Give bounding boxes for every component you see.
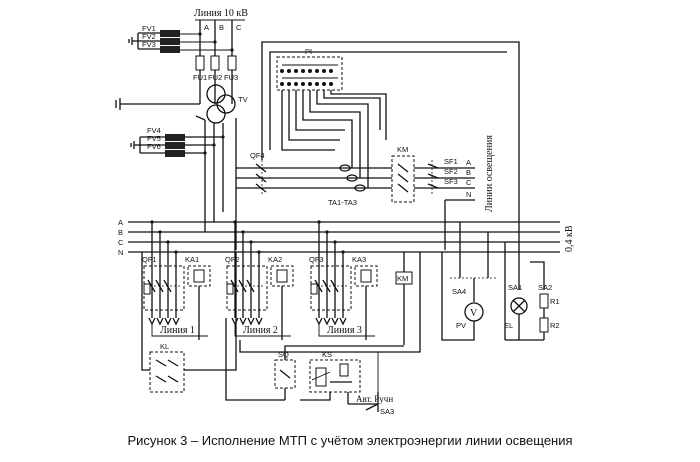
breaker-qf4 — [236, 160, 272, 194]
label-fv5: FV5 — [147, 134, 161, 143]
feeder-groups — [143, 220, 378, 340]
label-out-a: A — [466, 158, 471, 167]
label-km-top: KM — [397, 145, 408, 154]
label-sf3: SF3 — [444, 177, 458, 186]
label-fv4: FV4 — [147, 126, 161, 135]
feeder-group-2 — [226, 220, 294, 340]
label-bus-c: C — [118, 238, 124, 247]
fuses-hv — [195, 55, 237, 71]
label-r2: R2 — [550, 321, 560, 330]
label-sa3: SA3 — [380, 407, 394, 416]
label-km-coil: KM — [397, 274, 408, 283]
label-fu2: FU2 — [208, 73, 222, 82]
control-loop — [261, 41, 520, 250]
surge-arresters-hv — [128, 30, 180, 53]
label-bus-n: N — [118, 248, 123, 257]
label-fu3: FU3 — [224, 73, 238, 82]
label-qf1: QF1 — [142, 255, 157, 264]
label-out-b: B — [466, 168, 471, 177]
label-kl: KL — [160, 342, 169, 351]
label-bus-a: A — [118, 218, 123, 227]
label-ka1: KA1 — [185, 255, 199, 264]
label-hv-phase-c: C — [236, 23, 242, 32]
label-ta1-ta3: TA1-TA3 — [328, 198, 357, 207]
label-lighting-lines: Линии освещения — [484, 135, 495, 212]
label-fv1: FV1 — [142, 24, 156, 33]
label-line-10kv: Линия 10 кВ — [194, 8, 248, 19]
power-transformer — [206, 84, 236, 124]
transformer-lv-leads — [115, 98, 237, 250]
figure-caption: Рисунок 3 – Исполнение МТП с учётом элек… — [127, 433, 573, 448]
control-return-wiring — [225, 252, 421, 401]
label-line2: Линия 2 — [243, 325, 278, 336]
breakers-sf — [427, 160, 439, 194]
label-ka2: KA2 — [268, 255, 282, 264]
label-hv-phase-b: B — [219, 23, 224, 32]
lamp-heater-circuit — [504, 242, 549, 341]
label-bus-b: B — [118, 228, 123, 237]
label-auto-manual: Авт. Ручн — [356, 394, 393, 404]
label-ka3: KA3 — [352, 255, 366, 264]
label-el: EL — [504, 321, 513, 330]
contactor-km-top — [391, 155, 415, 203]
label-tv: TV — [238, 95, 248, 104]
label-r1: R1 — [550, 297, 560, 306]
label-qf2: QF2 — [225, 255, 240, 264]
voltmeter-circuit: V — [441, 222, 496, 341]
label-qf3: QF3 — [309, 255, 324, 264]
label-fv3: FV3 — [142, 40, 156, 49]
label-sf2: SF2 — [444, 167, 458, 176]
svg-text:V: V — [470, 308, 478, 319]
relay-kl — [141, 252, 237, 393]
feeder-group-1 — [143, 220, 211, 340]
label-sq: SQ — [278, 350, 289, 359]
label-sa4: SA4 — [452, 287, 466, 296]
contactor-coil-km — [395, 252, 413, 345]
label-out-n: N — [466, 190, 471, 199]
label-pv: PV — [456, 321, 466, 330]
label-out-c: C — [466, 178, 472, 187]
meter-terminals — [280, 69, 333, 86]
label-sf1: SF1 — [444, 157, 458, 166]
label-sa1: SA1 — [508, 283, 522, 292]
label-fv2: FV2 — [142, 32, 156, 41]
feeder-group-3 — [310, 220, 378, 340]
label-qf4: QF4 — [250, 151, 265, 160]
label-0-4kv: 0,4 кВ — [564, 225, 575, 252]
photo-relay-ks — [309, 359, 361, 393]
label-sa2: SA2 — [538, 283, 552, 292]
label-line3: Линия 3 — [327, 325, 362, 336]
label-fv6: FV6 — [147, 142, 161, 151]
meter-wiring — [281, 90, 387, 188]
limit-switch-sq — [274, 345, 404, 400]
schematic-diagram: Линия 10 кВ A B C FV1 FV2 FV3 FU1 FU2 — [115, 8, 575, 416]
lv-busbars — [128, 221, 560, 253]
surge-arresters-lv — [130, 134, 225, 157]
label-hv-phase-a: A — [204, 23, 209, 32]
label-line1: Линия 1 — [160, 325, 195, 336]
label-fu1: FU1 — [193, 73, 207, 82]
label-ks: KS — [322, 350, 332, 359]
